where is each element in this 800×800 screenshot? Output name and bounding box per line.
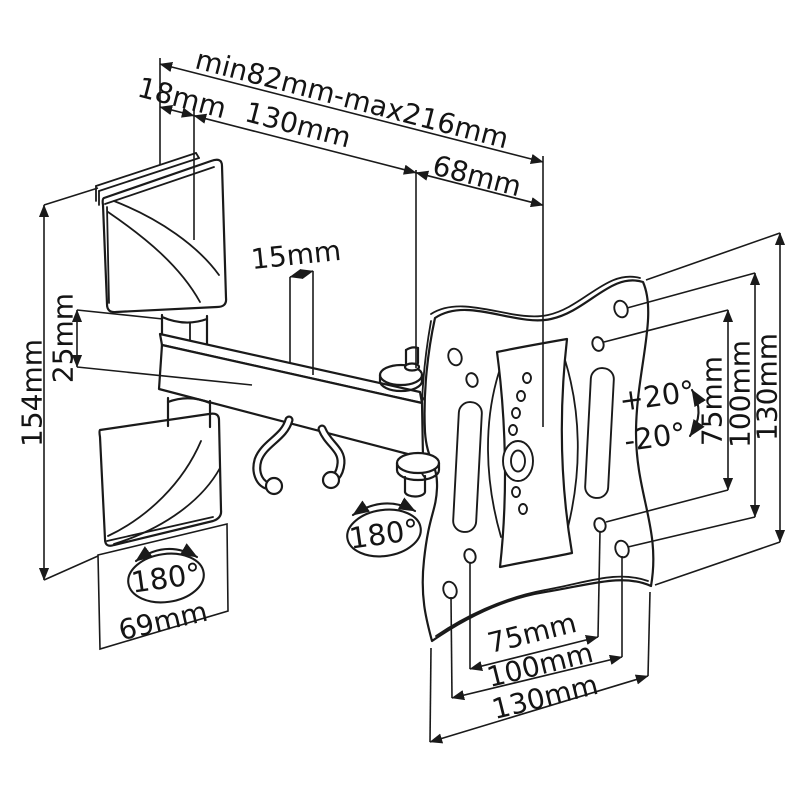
corner-hole xyxy=(447,347,463,367)
vesa-hole xyxy=(591,336,605,352)
dim-arm-range-label: min82mm-max216mm xyxy=(192,43,512,156)
plate-pivot-bottom xyxy=(395,451,441,498)
dim-head-offset-label: 68mm xyxy=(429,149,525,204)
dim-plate-height-label: 154mm xyxy=(16,339,49,447)
vesa-vertical-130-label: 130mm xyxy=(751,333,784,441)
adjustment-holes xyxy=(508,372,532,515)
tilt-arrow-icon xyxy=(688,388,707,438)
dim-hinge-gap-label: 25mm xyxy=(47,293,80,383)
dim-arm-width-label: 15mm xyxy=(249,234,342,276)
vesa-vertical-100-label: 100mm xyxy=(724,340,757,448)
vesa-hole xyxy=(465,372,479,388)
wall-bracket-top-cover xyxy=(101,158,228,314)
corner-hole xyxy=(613,299,629,319)
tilt-down-label: -20° xyxy=(622,416,688,458)
right-slot xyxy=(584,367,615,499)
mounting-arm xyxy=(157,332,425,460)
corner-hole xyxy=(442,580,458,600)
cable-hooks xyxy=(252,415,346,496)
wall-bracket-bottom-cover xyxy=(98,412,223,547)
swivel-arrow-head-icon xyxy=(351,497,417,517)
motion-indicators xyxy=(127,388,707,604)
vesa-hole xyxy=(463,548,477,564)
left-slot xyxy=(452,401,483,533)
wall-hinge-bottom xyxy=(166,396,212,429)
plate-pivot-top xyxy=(378,346,424,393)
width-reference-box xyxy=(97,522,229,651)
vesa-hole xyxy=(593,517,607,533)
vesa-vertical-75-label: 75mm xyxy=(696,356,729,446)
vesa-plate xyxy=(411,275,655,643)
swivel-arrow-wall-icon xyxy=(134,543,199,563)
dimension-lines xyxy=(38,62,786,744)
